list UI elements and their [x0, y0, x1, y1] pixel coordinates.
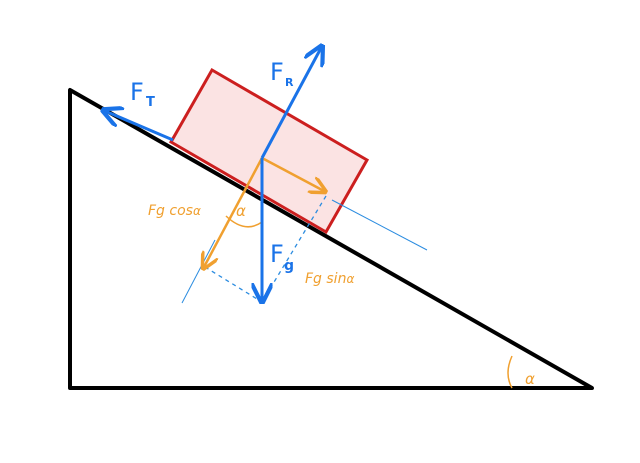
gravity-subscript: g	[284, 258, 294, 274]
perpendicular-component-arrow	[204, 157, 264, 267]
friction-subscript: T	[146, 95, 155, 110]
parallel-label-alpha: α	[346, 272, 354, 286]
normal-force-arrow	[260, 48, 321, 159]
parallel-label-text: Fg sin	[305, 271, 346, 287]
perpendicular-label-text: Fg cos	[148, 203, 193, 219]
friction-label: F	[130, 78, 144, 106]
alpha-label-base: α	[525, 370, 535, 388]
parallel-component-arrow	[261, 156, 324, 191]
normal-guide-line	[181, 239, 216, 304]
perpendicular-component-label: Fg cosα	[148, 203, 201, 219]
gravity-label: F	[270, 240, 284, 268]
dashed-projection-normal	[204, 266, 263, 303]
parallel-component-label: Fg sinα	[305, 271, 354, 287]
alpha-label-block: α	[236, 202, 246, 220]
incline-triangle	[68, 88, 594, 390]
parallel-guide-line	[331, 199, 428, 251]
friction-force-arrow	[105, 111, 174, 142]
alpha-arc-base	[507, 355, 513, 389]
normal-subscript: R	[285, 76, 294, 89]
normal-label: F	[270, 58, 284, 86]
perpendicular-label-alpha: α	[193, 204, 201, 218]
